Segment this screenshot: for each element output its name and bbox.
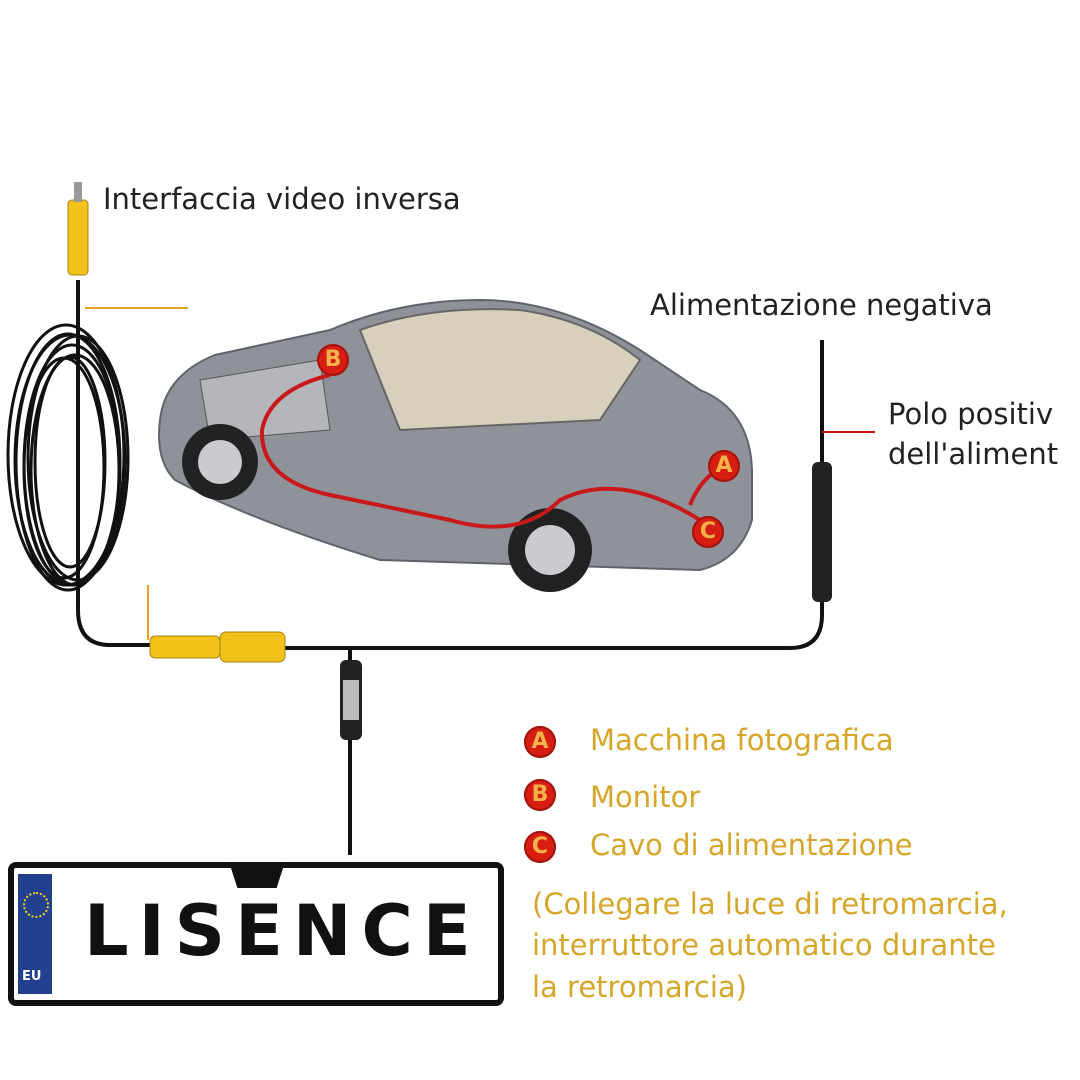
note-line-1: (Collegare la luce di retromarcia, (532, 887, 1008, 921)
legend-item-camera: Macchina fotografica (590, 723, 894, 757)
legend-item-power-cable: Cavo di alimentazione (590, 828, 913, 862)
plate-text: LISENCE (84, 890, 481, 972)
legend-badge-b: B (524, 779, 556, 811)
rca-connector-yellow (149, 635, 221, 659)
marker-c: C (692, 516, 724, 548)
legend-badge-c: C (524, 831, 556, 863)
legend-item-monitor: Monitor (590, 780, 701, 814)
eu-strip: EU (18, 874, 52, 994)
positive-pole-label-line2: dell'aliment (888, 437, 1059, 471)
coiled-cable (6, 323, 130, 592)
car-illustration (158, 298, 753, 592)
legend-badge-a: A (524, 726, 556, 758)
video-interface-label: Interfaccia video inversa (103, 182, 461, 216)
negative-power-label: Alimentazione negativa (650, 288, 993, 322)
marker-b: B (317, 344, 349, 376)
marker-a: A (708, 450, 740, 482)
positive-pole-label-line1: Polo positiv (888, 397, 1054, 431)
rca-plug-yellow (67, 199, 89, 276)
camera-housing (229, 862, 285, 888)
eu-country-code: EU (22, 969, 42, 984)
note-line-2: interruttore automatico durante (532, 928, 996, 962)
eu-stars-icon (23, 892, 49, 918)
power-connector (812, 462, 832, 602)
note-line-3: la retromarcia) (532, 970, 747, 1004)
license-plate-frame: EU LISENCE (8, 862, 504, 1006)
main-cable (76, 280, 824, 650)
